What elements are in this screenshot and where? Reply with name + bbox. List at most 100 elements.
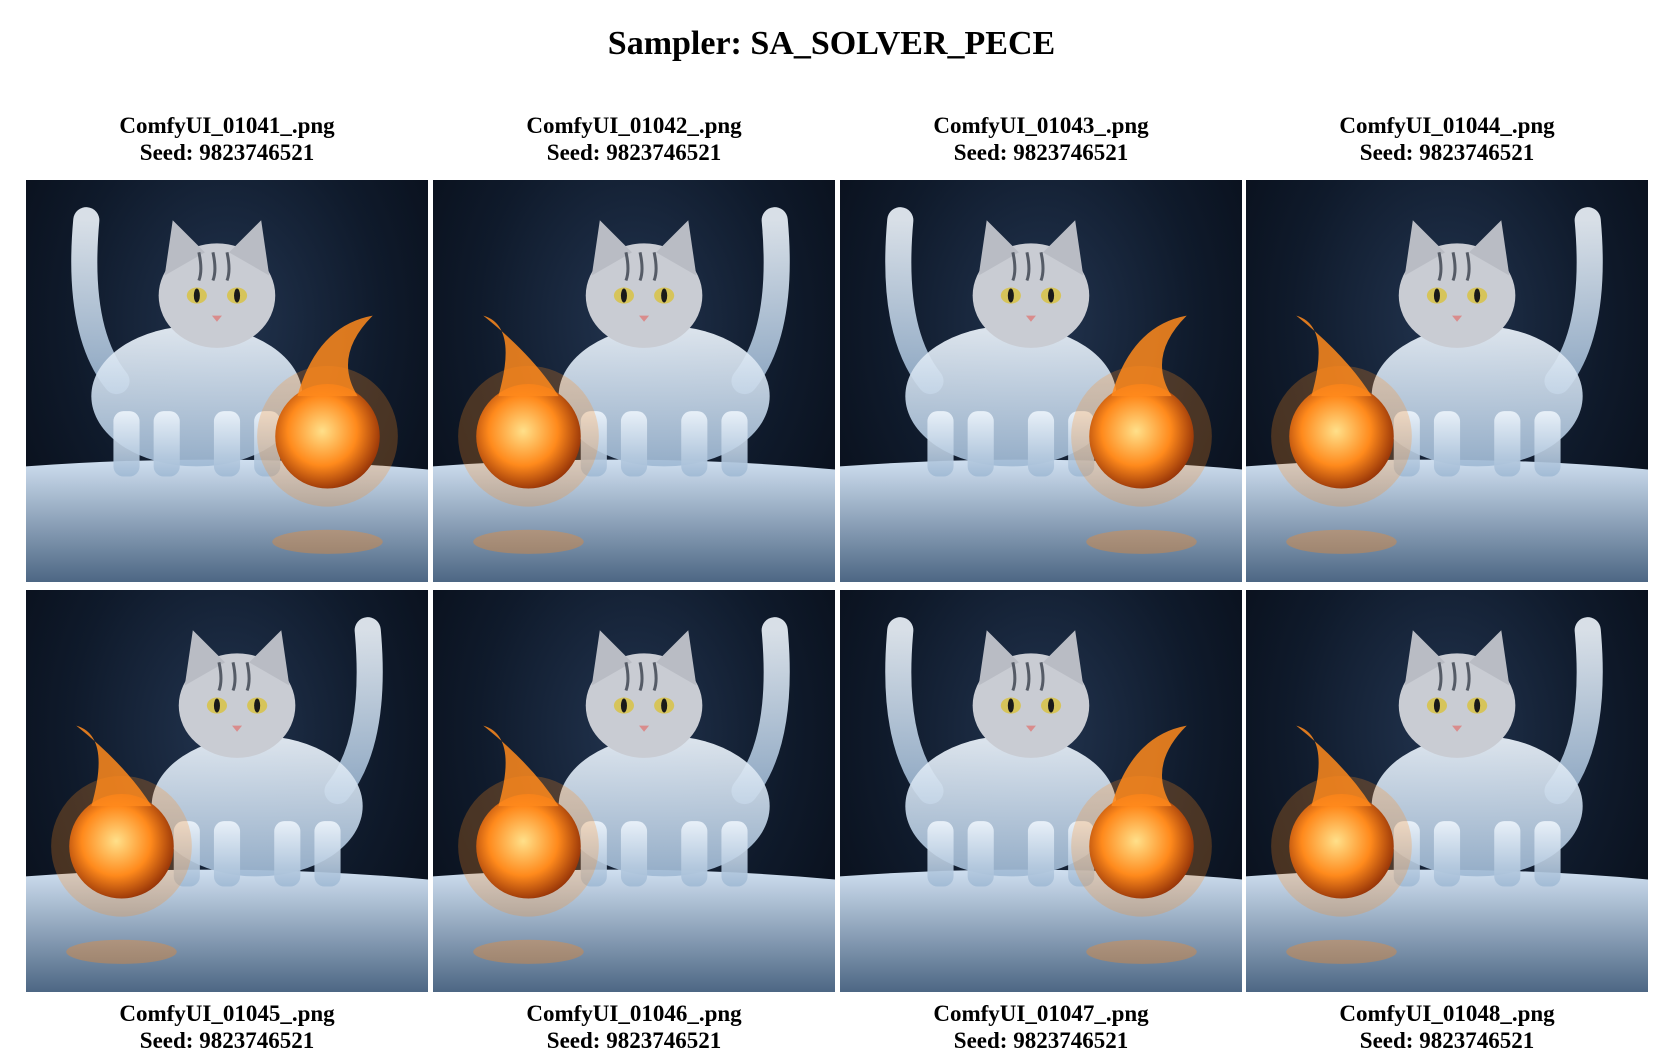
cat-body [905, 325, 1117, 467]
cat-body [91, 325, 303, 467]
fireball-flame [1296, 725, 1372, 807]
cat-head [178, 653, 296, 758]
ice-floor [26, 869, 428, 992]
ice-floor [433, 869, 835, 992]
fireball [1089, 794, 1194, 899]
cat-leg [173, 821, 200, 887]
image-seed: Seed: 9823746521 [953, 140, 1129, 165]
cat-leg [274, 821, 301, 887]
fireball-flame [297, 315, 373, 397]
image-illustration [433, 207, 835, 582]
image-illustration [1246, 207, 1648, 582]
cat-leg [1494, 821, 1521, 887]
cat-leg [1494, 411, 1521, 477]
ice-floor [26, 459, 428, 582]
cat-leg [681, 411, 708, 477]
image-illustration [26, 207, 428, 582]
cat-leg [1433, 411, 1461, 477]
image-illustration [26, 617, 428, 992]
cat-head [585, 243, 703, 348]
image-filename: ComfyUI_01044_.png [1339, 113, 1555, 138]
cat-head [1398, 243, 1516, 348]
cat-body [1371, 735, 1583, 877]
cat-leg [1534, 821, 1561, 887]
image-illustration [1246, 617, 1648, 992]
cat-body [558, 735, 770, 877]
cat-leg [314, 821, 341, 887]
fireball-flame [76, 725, 152, 807]
cat-head [158, 243, 276, 348]
cat-body [1371, 325, 1583, 467]
cat-leg [580, 411, 607, 477]
cat-head [972, 653, 1090, 758]
cat-leg [254, 411, 281, 477]
image-filename: ComfyUI_01042_.png [526, 113, 742, 138]
image-seed: Seed: 9823746521 [1359, 140, 1535, 165]
image-caption: ComfyUI_01048_.png Seed: 9823746521 [1246, 1000, 1648, 1054]
image-caption: ComfyUI_01041_.png Seed: 9823746521 [26, 112, 428, 166]
fireball-flame [483, 725, 559, 807]
generated-image [1246, 180, 1648, 582]
cat-leg [927, 821, 954, 887]
fireball [69, 794, 174, 899]
fireball [1289, 384, 1394, 489]
cat-leg [213, 411, 241, 477]
image-seed: Seed: 9823746521 [546, 140, 722, 165]
cat-leg [967, 411, 994, 477]
generated-image [433, 180, 835, 582]
cat-head [1398, 653, 1516, 758]
cat-leg [681, 821, 708, 887]
cat-leg [1534, 411, 1561, 477]
fireball-flame [483, 315, 559, 397]
fireball [275, 384, 380, 489]
cat-leg [1027, 411, 1055, 477]
image-filename: ComfyUI_01046_.png [526, 1001, 742, 1026]
cat-leg [620, 411, 648, 477]
image-seed: Seed: 9823746521 [546, 1028, 722, 1053]
page-title: Sampler: SA_SOLVER_PECE [607, 25, 1056, 62]
cat-leg [620, 821, 648, 887]
generated-image [433, 590, 835, 992]
cat-leg [721, 411, 748, 477]
fireball [1089, 384, 1194, 489]
generated-image [840, 180, 1242, 582]
cat-leg [927, 411, 954, 477]
generated-image [1246, 590, 1648, 992]
cat-leg [1433, 821, 1461, 887]
image-illustration [840, 617, 1242, 992]
cat-leg [967, 821, 994, 887]
cat-leg [721, 821, 748, 887]
image-caption: ComfyUI_01043_.png Seed: 9823746521 [840, 112, 1242, 166]
generated-image [840, 590, 1242, 992]
cat-body [151, 735, 363, 877]
cat-head [585, 653, 703, 758]
image-caption: ComfyUI_01044_.png Seed: 9823746521 [1246, 112, 1648, 166]
image-illustration [433, 617, 835, 992]
cat-leg [153, 411, 180, 477]
cat-leg [1393, 411, 1420, 477]
cat-body [558, 325, 770, 467]
fireball-flame [1111, 725, 1187, 807]
ice-floor [840, 459, 1242, 582]
ice-floor [840, 869, 1242, 992]
image-filename: ComfyUI_01047_.png [933, 1001, 1149, 1026]
image-caption: ComfyUI_01045_.png Seed: 9823746521 [26, 1000, 428, 1054]
image-filename: ComfyUI_01048_.png [1339, 1001, 1555, 1026]
cat-body [905, 735, 1117, 877]
image-seed: Seed: 9823746521 [139, 1028, 315, 1053]
fireball [476, 384, 581, 489]
fireball-flame [1111, 315, 1187, 397]
image-filename: ComfyUI_01043_.png [933, 113, 1149, 138]
cat-leg [1068, 821, 1095, 887]
image-seed: Seed: 9823746521 [953, 1028, 1129, 1053]
image-caption: ComfyUI_01042_.png Seed: 9823746521 [433, 112, 835, 166]
image-caption: ComfyUI_01047_.png Seed: 9823746521 [840, 1000, 1242, 1054]
fireball [476, 794, 581, 899]
fireball-flame [1296, 315, 1372, 397]
fireball [1289, 794, 1394, 899]
cat-leg [1393, 821, 1420, 887]
cat-leg [113, 411, 140, 477]
ice-floor [1246, 869, 1648, 992]
cat-leg [1027, 821, 1055, 887]
generated-image [26, 590, 428, 992]
